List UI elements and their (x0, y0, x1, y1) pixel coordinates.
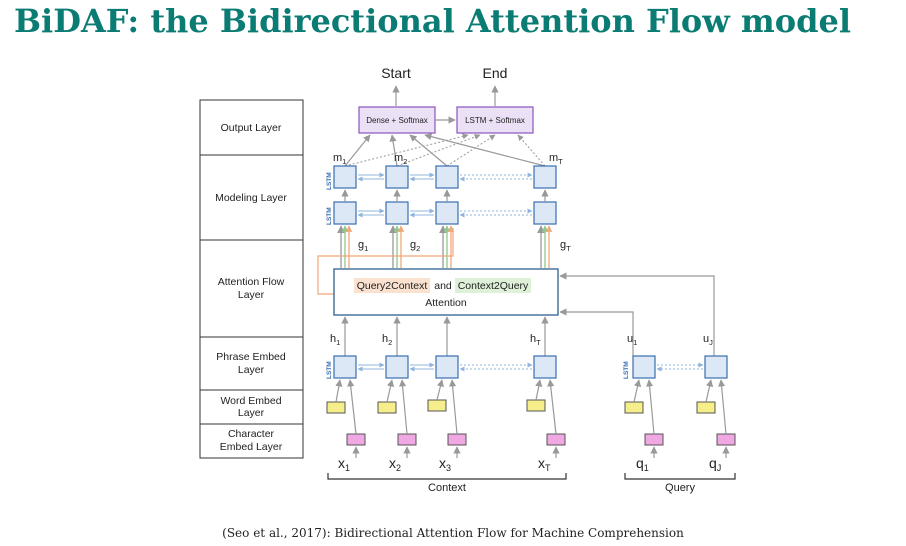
lstm-tag-phrase-context: LSTM (326, 361, 333, 379)
g1-label: g1 (358, 239, 368, 253)
qJ-label: qJ (709, 455, 721, 473)
lstm-tag-phrase-query: LSTM (623, 361, 630, 379)
modeling-layer-label: Modeling Layer (215, 192, 287, 204)
x3-label: x3 (439, 455, 451, 473)
slide-title: BiDAF: the Bidirectional Attention Flow … (14, 2, 852, 40)
mT-label: mT (549, 152, 563, 166)
modeling-lstm-row-1 (333, 165, 557, 189)
phrase-lstm-row (333, 355, 728, 379)
word-layer-label-1: Word Embed (220, 395, 281, 407)
citation: (Seo et al., 2017): Bidirectional Attent… (222, 526, 684, 540)
phrase-layer-label-1: Phrase Embed (216, 351, 286, 363)
lstm-tag-modeling-1: LSTM (326, 172, 333, 190)
uJ-label: uJ (703, 333, 713, 347)
context-label: Context (428, 482, 466, 494)
word-layer-label-2: Layer (238, 407, 265, 419)
modeling-lstm-row-2 (333, 201, 557, 225)
u1-label: u1 (627, 333, 637, 347)
q1-label: q1 (636, 455, 649, 473)
q2c-flow-line (317, 228, 454, 295)
output-layer-label: Output Layer (221, 122, 282, 134)
x2-label: x2 (389, 455, 401, 473)
q2c-highlight (354, 278, 430, 293)
start-label: Start (381, 65, 411, 81)
lstm-softmax-label: LSTM + Softmax (465, 116, 525, 125)
xT-label: xT (538, 455, 551, 473)
q2c-label: Query2Context (357, 280, 428, 292)
and-label: and (434, 280, 452, 292)
dense-softmax-label: Dense + Softmax (366, 116, 428, 125)
query-bracket (624, 473, 736, 480)
context-bracket (327, 473, 567, 480)
h2-label: h2 (382, 333, 392, 347)
end-label: End (483, 65, 508, 81)
char-layer-label-2: Embed Layer (220, 441, 283, 453)
phrase-layer-label-2: Layer (238, 364, 265, 376)
c2q-label: Context2Query (458, 280, 529, 292)
char-layer-box (199, 423, 304, 459)
x1-label: x1 (338, 455, 350, 473)
layer-column (199, 99, 304, 459)
attention-word-label: Attention (425, 297, 467, 309)
lstm-softmax-box (456, 106, 534, 134)
char-embed-row (346, 433, 736, 446)
m2-label: m2 (394, 152, 407, 166)
c2q-highlight (455, 278, 531, 293)
lstm-tag-modeling-2: LSTM (326, 207, 333, 225)
query-label: Query (665, 482, 695, 494)
char-layer-label-1: Character (228, 428, 275, 440)
g2-label: g2 (410, 239, 420, 253)
m1-label: m1 (333, 152, 346, 166)
hT-label: hT (530, 333, 541, 347)
attention-layer-label-2: Layer (238, 289, 265, 301)
word-embed-row (326, 399, 716, 414)
h1-label: h1 (330, 333, 340, 347)
attention-layer-label-1: Attention Flow (218, 276, 285, 288)
gT-label: gT (560, 239, 571, 253)
